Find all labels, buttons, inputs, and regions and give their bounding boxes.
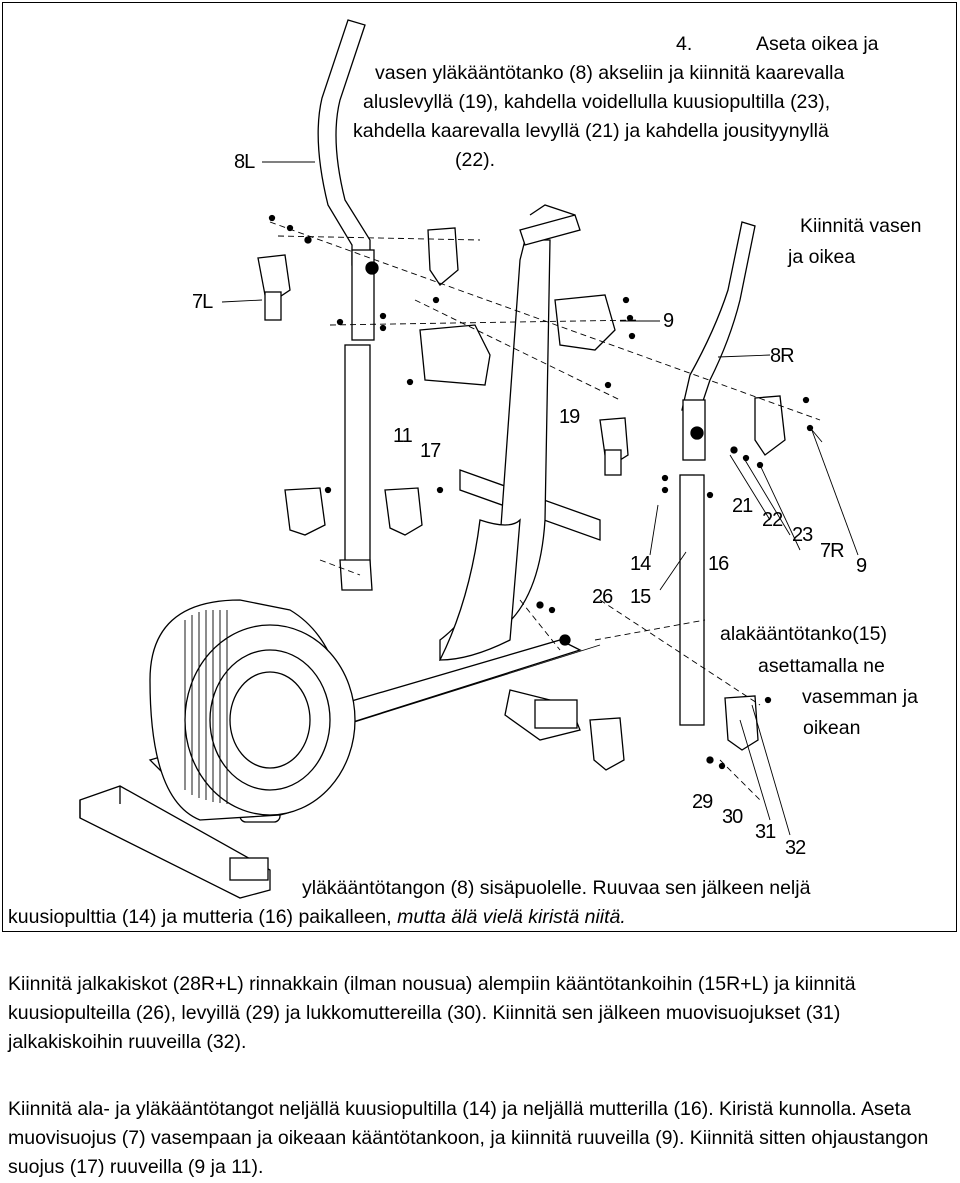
part-label-8l: 8L [234,151,255,173]
side-text-mid-2: asettamalla ne [758,655,885,677]
part-label-30: 30 [722,806,743,828]
main-column-drawing [438,204,581,661]
part-label-7r: 7R [820,540,845,562]
part-label-21: 21 [732,495,753,517]
part-label-23: 23 [792,524,813,546]
covers-drawing [257,227,786,771]
leader-lines [221,161,859,836]
step-line-3: aluslevyllä (19), kahdella voidellulla k… [363,91,831,113]
part-label-9-top: 9 [663,310,674,332]
step-line-5: (22). [455,149,496,171]
instruction-paragraph-1: Kiinnitä jalkakiskot (28R+L) rinnakkain … [8,973,856,1053]
part-label-29: 29 [692,791,713,813]
part-label-32: 32 [785,837,806,859]
part-label-17: 17 [420,440,441,462]
assembly-lines [269,221,821,801]
instruction-paragraph-2: Kiinnitä ala- ja yläkääntötangot neljäll… [8,1098,929,1178]
part-label-11: 11 [393,425,413,447]
side-text-mid-4: oikean [803,717,861,739]
diagram-frame [2,2,957,932]
step-number: 4. [676,33,693,55]
part-label-19: 19 [559,406,580,428]
screws-drawing [268,214,814,770]
part-label-7l: 7L [192,291,213,313]
right-handlebar-drawing [679,221,756,726]
side-text-mid-3: vasemman ja [802,686,918,708]
side-text-top-1: Kiinnitä vasen [800,215,922,237]
side-text-bottom-1: yläkääntötangon (8) sisäpuolelle. Ruuvaa… [302,877,811,899]
side-text-top-2: ja oikea [788,246,856,268]
exploded-assembly-diagram [79,19,859,899]
part-label-15: 15 [630,586,651,608]
step-line-1: Aseta oikea ja [756,33,879,55]
part-label-31: 31 [755,821,776,843]
part-label-26: 26 [592,586,613,608]
side-text-bottom-2-plain: kuusiopulttia (14) ja mutteria (16) paik… [8,906,398,928]
step-line-4: kahdella kaarevalla levyllä (21) ja kahd… [353,120,829,142]
side-text-mid-1: alakääntötanko(15) [720,623,887,645]
flywheel-housing-drawing [149,599,356,821]
side-text-bottom-2-italic: mutta älä vielä kiristä niitä. [397,906,626,928]
part-label-8r: 8R [770,345,795,367]
side-text-bottom-2: kuusiopulttia (14) ja mutteria (16) paik… [8,903,626,932]
part-label-14: 14 [630,553,651,575]
part-label-9-right: 9 [856,555,867,577]
step-line-2: vasen yläkääntötanko (8) akseliin ja kii… [375,62,845,84]
left-handlebar-drawing [317,19,379,591]
part-label-22: 22 [762,509,783,531]
part-label-16: 16 [708,553,729,575]
